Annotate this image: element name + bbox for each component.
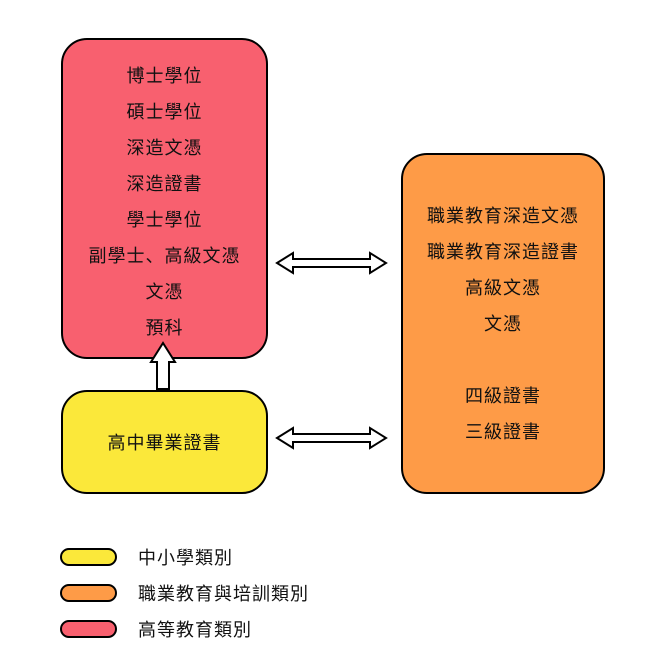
higher-education-qualifications: 博士學位 碩士學位 深造文憑 深造證書 學士學位 副學士、高級文憑 文憑 預科 [63,59,266,347]
double-arrow-lower [275,426,388,450]
higher-education-box: 博士學位 碩士學位 深造文憑 深造證書 學士學位 副學士、高級文憑 文憑 預科 [61,38,268,359]
qualification-item: 職業教育深造證書 [427,242,579,263]
legend-item-primary-secondary: 中小學類別 [60,546,233,569]
qualification-item: 預科 [145,318,184,339]
legend-swatch-orange [60,584,117,602]
secondary-school-label: 高中畢業證書 [107,433,222,454]
legend-swatch-yellow [60,548,117,566]
double-arrow-upper [275,251,388,275]
qualification-item: 副學士、高級文憑 [88,246,241,267]
vocational-education-box: 職業教育深造文憑 職業教育深造證書 高級文憑 文憑 四級證書 三級證書 [401,153,605,494]
up-arrow [149,341,177,390]
qualification-item: 博士學位 [126,66,203,87]
secondary-school-box: 高中畢業證書 [61,390,268,494]
qualification-item: 深造證書 [126,174,203,195]
legend-item-higher-education: 高等教育類別 [60,618,252,641]
qualification-item: 四級證書 [465,386,541,407]
legend-label: 職業教育與培訓類別 [138,584,309,605]
qualification-item: 深造文憑 [126,138,203,159]
qualification-item: 碩士學位 [126,102,203,123]
qualification-item: 高級文憑 [465,278,541,299]
qualification-item: 學士學位 [126,210,203,231]
legend-label: 中小學類別 [138,548,233,569]
legend-label: 高等教育類別 [138,620,252,641]
qualification-item: 文憑 [145,282,184,303]
vocational-qualifications: 職業教育深造文憑 職業教育深造證書 高級文憑 文憑 四級證書 三級證書 [403,199,603,451]
qualification-item: 文憑 [484,314,522,335]
legend-item-vocational: 職業教育與培訓類別 [60,582,309,605]
qualification-item: 三級證書 [465,422,541,443]
qualification-item: 職業教育深造文憑 [427,206,579,227]
legend-swatch-pink [60,620,117,638]
